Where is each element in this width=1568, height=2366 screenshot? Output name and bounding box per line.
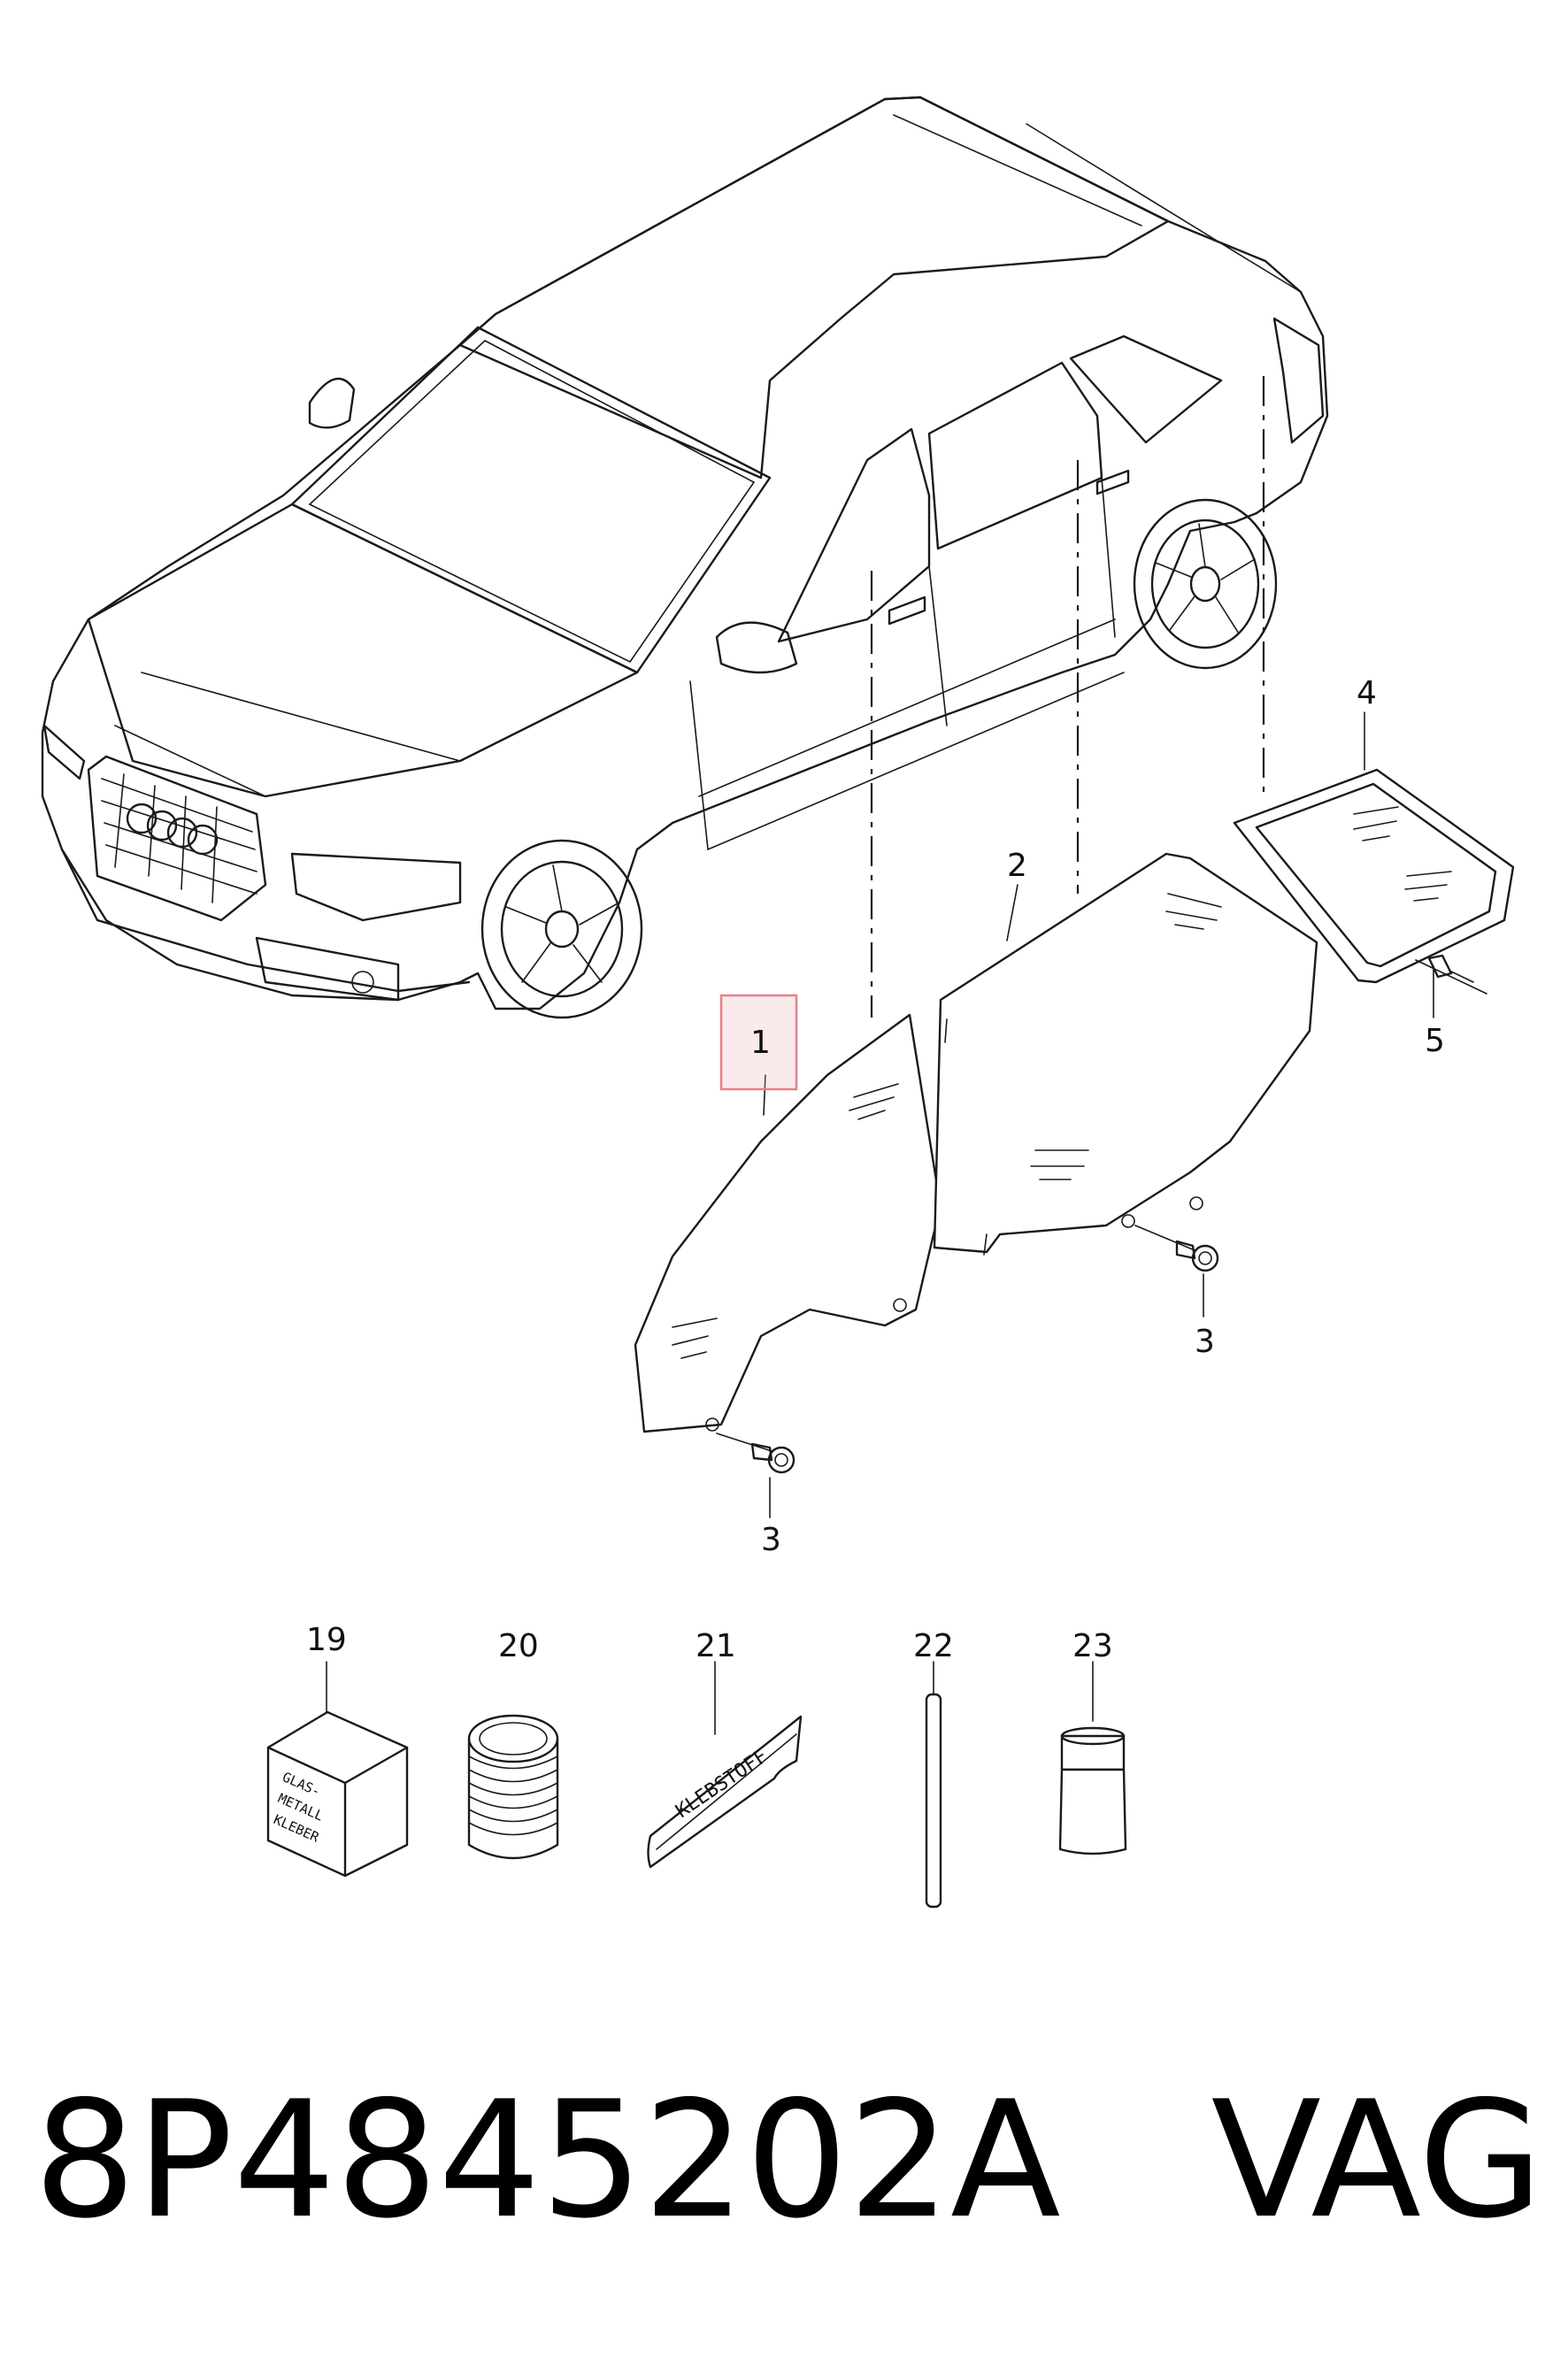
callout-20: 20: [498, 1628, 539, 1664]
callout-3-front: 3: [761, 1522, 781, 1558]
part-20-sealing-cord-roll: [467, 1714, 559, 1860]
callout-3-rear: 3: [1195, 1324, 1215, 1360]
callout-2: 2: [1007, 848, 1027, 884]
callout-22: 22: [913, 1628, 954, 1664]
part-number: 8P4845202A: [34, 2066, 1061, 2254]
callout-21: 21: [696, 1628, 736, 1664]
part-1-front-door-glass[interactable]: [634, 1013, 942, 1433]
highlight-box-part-1[interactable]: [719, 994, 798, 1091]
callout-leaders: [326, 711, 1434, 1735]
part-2-rear-door-glass[interactable]: [933, 852, 1318, 1256]
rear-wheel: [1133, 498, 1278, 670]
callout-19: 19: [306, 1622, 347, 1658]
alignment-lines: [870, 376, 1265, 1018]
screw-5: [1415, 954, 1487, 995]
footer: 8P4845202A VAG: [34, 2066, 1543, 2254]
manufacturer: VAG: [1211, 2066, 1543, 2254]
callout-1: 1: [750, 1025, 771, 1061]
rings-logo: [126, 803, 219, 856]
part-19-glass-metal-adhesive-box: GLAS- METALL KLEBER: [266, 1710, 409, 1878]
bolt-3-front: [716, 1433, 796, 1474]
part-21-adhesive-tube: KLEBSTOFF: [647, 1715, 803, 1869]
part-4-quarter-glass[interactable]: [1233, 768, 1515, 984]
car-illustration: [41, 96, 1329, 1019]
callout-4: 4: [1357, 675, 1377, 711]
bolt-3-rear: [1134, 1225, 1219, 1272]
front-wheel: [480, 839, 643, 1019]
callout-numbers: 1 2 3 3 4 5 19 20 21 22 23: [306, 675, 1445, 1664]
callout-23: 23: [1072, 1628, 1113, 1664]
part-23-primer-bottle: [1058, 1726, 1127, 1855]
callout-5: 5: [1425, 1023, 1445, 1059]
part-22-rod: [925, 1693, 942, 1909]
